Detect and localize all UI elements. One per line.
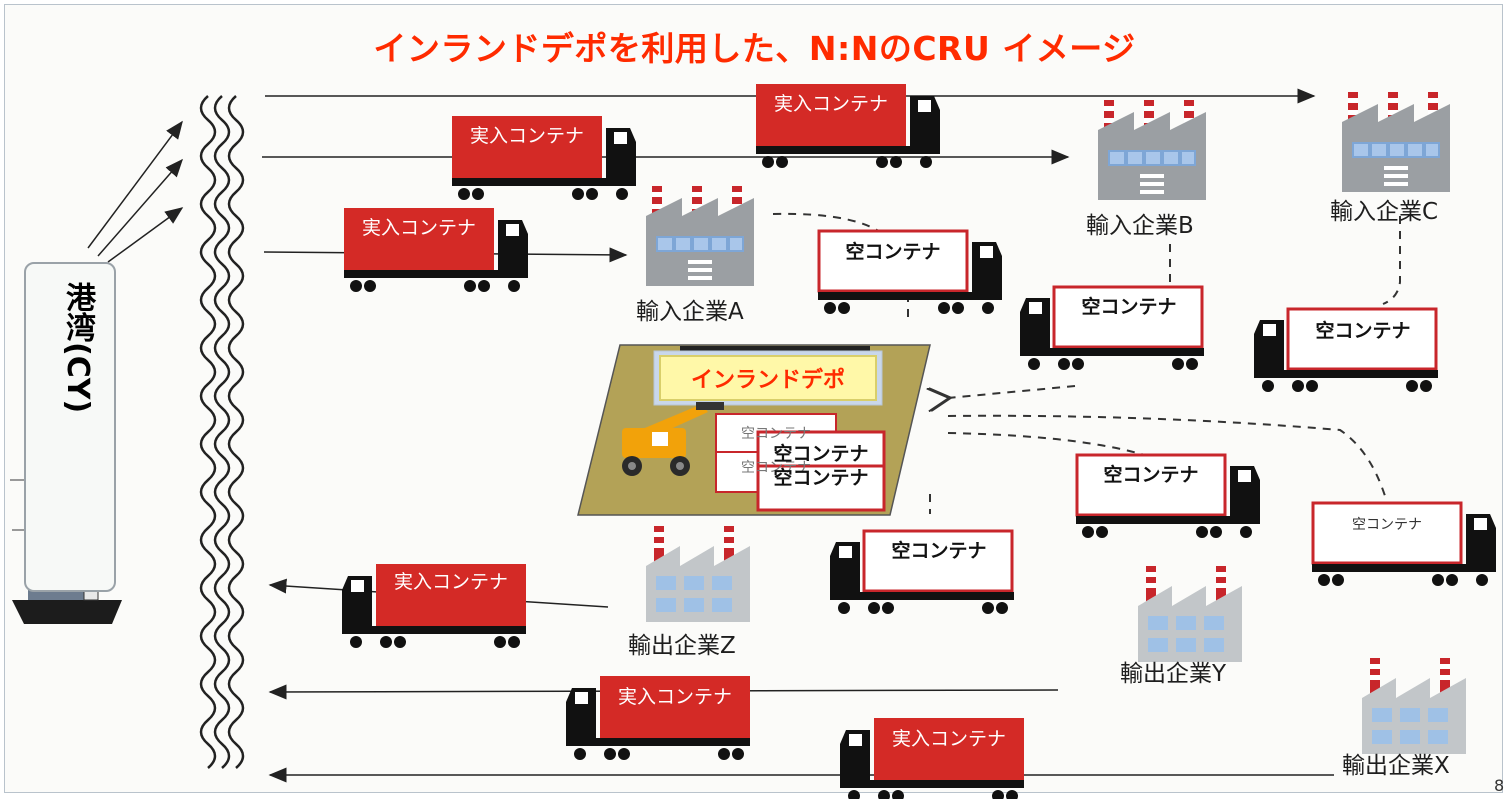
slide-title: インランドデポを利用した、N:NのCRU イメージ — [373, 29, 1136, 68]
reach-stacker-icon — [622, 402, 724, 476]
inland-depot — [577, 344, 931, 516]
truck-1-label: 実入コンテナ — [774, 93, 888, 115]
quay-wave-lines — [199, 95, 245, 769]
truck-4-label: 空コンテナ — [845, 240, 940, 263]
truck-3-label: 実入コンテナ — [362, 217, 476, 239]
truck-empty-8 — [1310, 501, 1498, 588]
factory-export-z-icon — [646, 526, 750, 622]
company-export-z-label: 輸出企業Z — [628, 633, 736, 659]
port-outbound-arrows — [87, 120, 184, 263]
truck-12-label: 実入コンテナ — [892, 728, 1006, 750]
depot-faded-container-1: 空コンテナ — [741, 426, 811, 442]
port-label: 港湾(CY) — [60, 282, 95, 414]
factory-export-y-icon — [1138, 566, 1242, 662]
truck-11-label: 実入コンテナ — [618, 686, 732, 708]
factory-import-b-icon — [1098, 100, 1206, 200]
truck-2-label: 実入コンテナ — [470, 125, 584, 147]
truck-8-label: 空コンテナ — [1352, 517, 1422, 533]
truck-7-label: 空コンテナ — [1103, 463, 1198, 486]
truck-5-label: 空コンテナ — [1081, 295, 1176, 318]
depot-container-1: 空コンテナ — [773, 442, 868, 465]
factory-import-a-icon — [646, 186, 754, 286]
company-import-b-label: 輸入企業B — [1086, 213, 1194, 239]
company-export-x-label: 輸出企業X — [1342, 753, 1450, 779]
factory-export-x-icon — [1362, 658, 1466, 754]
factory-import-c-icon — [1342, 92, 1450, 192]
depot-label: インランドデポ — [691, 367, 845, 393]
port-box — [24, 262, 116, 592]
company-export-y-label: 輸出企業Y — [1120, 661, 1227, 687]
truck-9-label: 空コンテナ — [891, 539, 986, 562]
page-number: 8 — [1494, 776, 1505, 795]
truck-10-label: 実入コンテナ — [394, 571, 508, 593]
company-import-a-label: 輸入企業A — [636, 299, 744, 325]
depot-container-2: 空コンテナ — [773, 466, 868, 489]
depot-faded-container-2: 空コンテナ — [741, 460, 811, 476]
company-import-c-label: 輸入企業C — [1330, 199, 1439, 225]
truck-6-label: 空コンテナ — [1315, 319, 1410, 342]
